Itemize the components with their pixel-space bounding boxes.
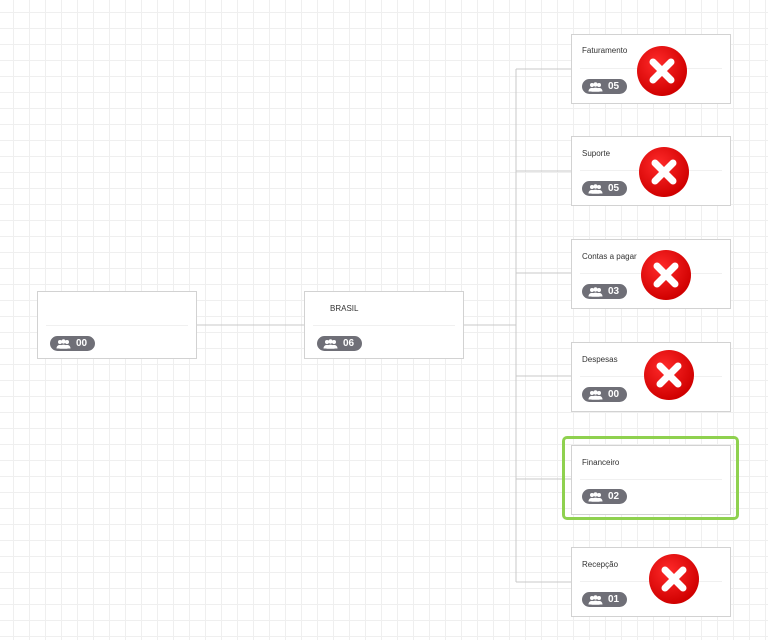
users-icon (588, 594, 603, 605)
member-count-badge: 00 (582, 387, 628, 402)
org-node-suporte[interactable]: Suporte 05 (571, 136, 731, 206)
org-node-brasil[interactable]: BRASIL 06 (304, 291, 464, 359)
member-count-badge: 00 (50, 336, 96, 351)
node-divider (313, 325, 455, 326)
node-title: Recepção (582, 560, 619, 569)
users-icon (56, 338, 71, 349)
member-count: 02 (608, 491, 620, 502)
users-icon (588, 286, 603, 297)
member-count-badge: 06 (317, 336, 363, 351)
users-icon (588, 183, 603, 194)
node-divider (46, 325, 188, 326)
member-count: 01 (608, 594, 620, 605)
users-icon (323, 338, 338, 349)
member-count: 00 (608, 389, 620, 400)
node-title: Financeiro (582, 458, 620, 467)
x-mark-icon (638, 146, 690, 198)
member-count: 06 (343, 338, 355, 349)
x-mark-icon (640, 249, 692, 301)
node-title: Contas a pagar (582, 252, 637, 261)
node-title: Faturamento (582, 46, 628, 55)
org-node-financeiro[interactable]: Financeiro 02 (571, 445, 731, 515)
member-count-badge: 02 (582, 489, 628, 504)
node-divider (580, 479, 722, 480)
member-count: 00 (76, 338, 88, 349)
x-mark-icon (643, 349, 695, 401)
member-count-badge: 05 (582, 79, 628, 94)
member-count-badge: 05 (582, 181, 628, 196)
users-icon (588, 491, 603, 502)
member-count-badge: 01 (582, 592, 628, 607)
org-node-root[interactable]: 00 (37, 291, 197, 359)
node-title: BRASIL (330, 304, 359, 313)
member-count: 05 (608, 81, 620, 92)
users-icon (588, 389, 603, 400)
users-icon (588, 81, 603, 92)
member-count: 05 (608, 183, 620, 194)
node-title: Suporte (582, 149, 611, 158)
member-count-badge: 03 (582, 284, 628, 299)
node-title: Despesas (582, 355, 618, 364)
x-mark-icon (636, 45, 688, 97)
member-count: 03 (608, 286, 620, 297)
x-mark-icon (648, 553, 700, 605)
